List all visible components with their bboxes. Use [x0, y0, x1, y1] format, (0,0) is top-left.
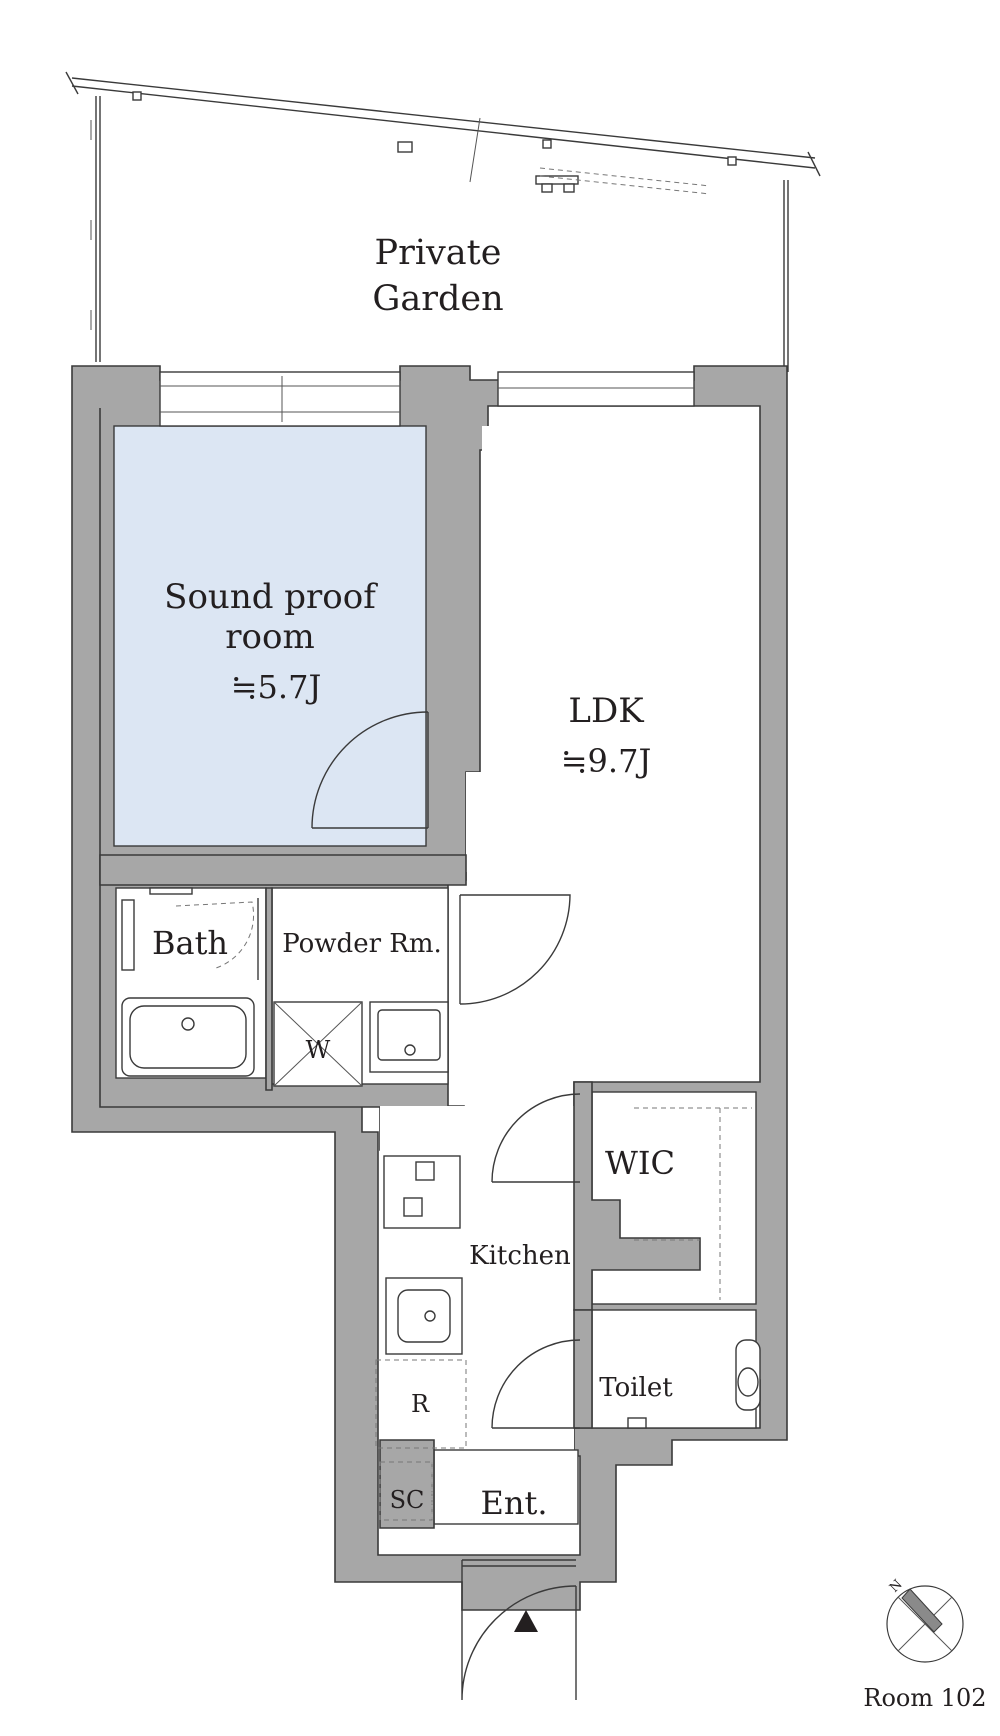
toilet-label: Toilet [599, 1373, 673, 1403]
fridge-label: R [411, 1390, 430, 1418]
garden-label-line2: Garden [372, 279, 503, 319]
shoe-cabinet-label: SC [390, 1486, 425, 1514]
garden-label-line1: Private [375, 233, 502, 273]
doors [175, 711, 581, 1701]
room-number: Room 102 [863, 1684, 986, 1712]
soundproof-room-name-line1: Sound proof [164, 577, 378, 617]
entry-arrow-icon [514, 1610, 538, 1632]
soundproof-room-area: ≒5.7J [231, 668, 322, 706]
fridge-space [375, 1359, 467, 1449]
kitchen-label: Kitchen [469, 1241, 571, 1271]
wic-floor [591, 1091, 757, 1305]
ldk-area: ≒9.7J [561, 742, 652, 780]
bath-label: Bath [152, 924, 228, 962]
wic-label: WIC [605, 1144, 675, 1182]
compass-icon: N [886, 1577, 964, 1663]
entrance-label: Ent. [481, 1484, 548, 1522]
toilet-floor [591, 1309, 757, 1429]
powder-room-label: Powder Rm. [282, 929, 442, 959]
soundproof-room-floor [113, 425, 427, 847]
fixtures [121, 887, 761, 1521]
washer-label: W [306, 1036, 331, 1064]
room-labels: Sound proof room ≒5.7J LDK ≒9.7J Bath Po… [152, 577, 675, 1522]
soundproof-room-name-line2: room [225, 617, 314, 657]
room-floors [113, 425, 757, 1551]
windows [159, 371, 695, 427]
ldk-name: LDK [568, 691, 644, 731]
private-garden: Private Garden [65, 71, 821, 372]
ldk-floor [482, 426, 744, 1078]
entrance-floor [433, 1449, 579, 1525]
